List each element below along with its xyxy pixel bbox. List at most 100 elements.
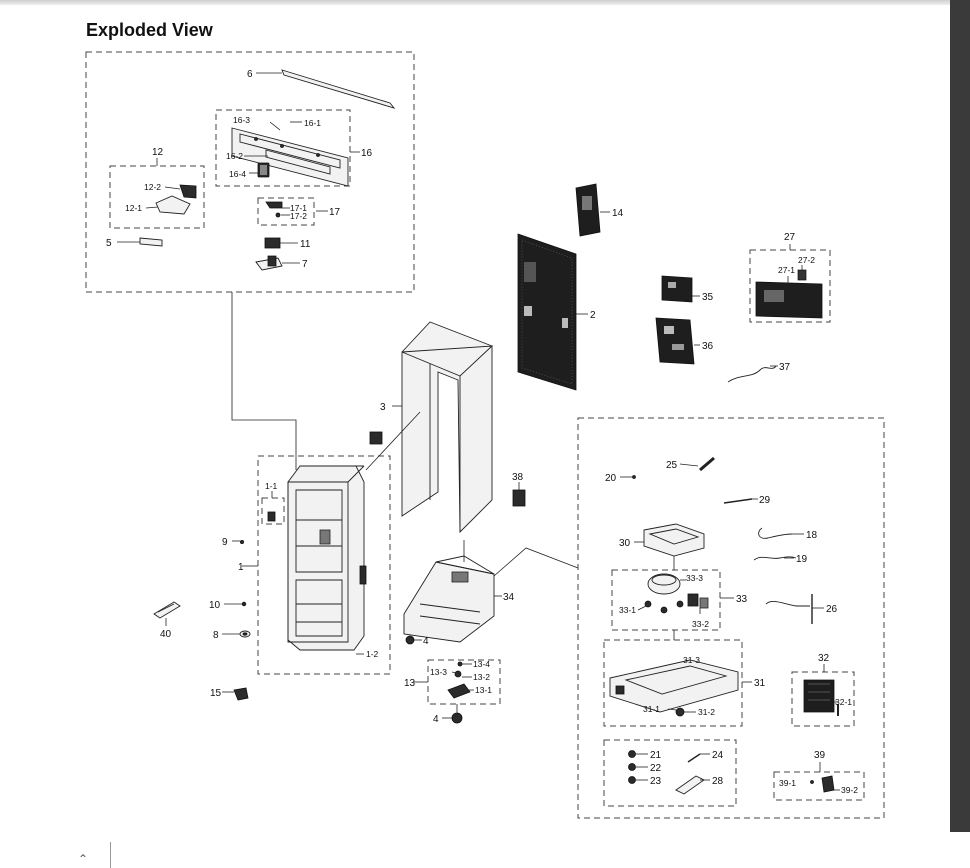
callout-1: 1 <box>238 562 244 573</box>
callout-4a: 4 <box>423 636 429 647</box>
group-box-17 <box>257 197 315 226</box>
callout-28: 28 <box>712 776 724 787</box>
part-4-foot-b <box>442 704 463 724</box>
callout-25: 25 <box>666 460 678 471</box>
callout-33-2: 33-2 <box>692 619 709 629</box>
connector-upper-box <box>231 292 297 470</box>
part-14-cover <box>575 183 610 237</box>
callout-33-3: 33-3 <box>686 573 703 583</box>
callout-21: 21 <box>650 750 662 761</box>
callout-35: 35 <box>702 292 714 303</box>
page-title: Exploded View <box>86 20 213 40</box>
connector-machine-box <box>493 547 579 577</box>
callout-12-1: 12-1 <box>125 203 142 213</box>
callout-31-3: 31-3 <box>683 655 700 665</box>
callout-6: 6 <box>247 69 253 80</box>
callout-24: 24 <box>712 750 724 761</box>
callout-23: 23 <box>650 776 662 787</box>
group-box-upper-parts <box>85 51 415 293</box>
callout-17-2: 17-2 <box>290 211 307 221</box>
part-1-cabinet <box>242 465 367 655</box>
callout-12: 12 <box>152 147 164 158</box>
page-footer <box>0 832 970 868</box>
callout-14: 14 <box>612 208 624 219</box>
part-9-screw <box>232 540 244 545</box>
callout-33-1: 33-1 <box>619 605 636 615</box>
part-18-hose <box>758 527 804 539</box>
part-40-handle <box>153 601 181 626</box>
callout-13-4: 13-4 <box>473 659 490 669</box>
part-26-pipe <box>765 594 824 624</box>
group-box-39 <box>773 771 865 801</box>
callout-32: 32 <box>818 653 830 664</box>
callout-4b: 4 <box>433 714 439 725</box>
callout-16-2: 16-2 <box>226 151 243 161</box>
callout-19: 19 <box>796 554 808 565</box>
callout-33: 33 <box>736 594 748 605</box>
group-box-33 <box>611 569 721 631</box>
callout-13-2: 13-2 <box>473 672 490 682</box>
callout-27: 27 <box>784 232 796 243</box>
group-box-1-1 <box>261 497 285 525</box>
part-37-harness <box>727 365 778 383</box>
callout-18: 18 <box>806 530 818 541</box>
group-box-machine-room <box>577 417 885 819</box>
callout-37: 37 <box>779 362 791 373</box>
callout-36: 36 <box>702 341 714 352</box>
callout-12-2: 12-2 <box>144 182 161 192</box>
part-6-top-trim: 6 <box>247 69 396 109</box>
callout-29: 29 <box>759 495 771 506</box>
part-34-base <box>403 540 502 643</box>
part-31-base-plate <box>609 659 752 717</box>
callout-20: 20 <box>605 473 617 484</box>
part-27-panel <box>755 265 823 319</box>
callout-27-1: 27-1 <box>778 265 795 275</box>
callout-32-1: 32-1 <box>835 697 852 707</box>
part-21-22-23-grommets <box>628 750 648 784</box>
part-8-washer <box>222 630 251 638</box>
part-20-screw <box>620 475 636 479</box>
callout-26: 26 <box>826 604 838 615</box>
callout-5: 5 <box>106 238 112 249</box>
part-17-parts <box>265 201 328 218</box>
part-10-screw <box>224 601 247 607</box>
part-4-foot-a <box>405 635 422 645</box>
part-1-1-clip <box>267 491 276 522</box>
callout-3: 3 <box>380 402 386 413</box>
vertical-scrollbar[interactable] <box>950 0 970 832</box>
group-box-31 <box>603 639 743 727</box>
callout-2: 2 <box>590 310 596 321</box>
part-3-outer-case <box>365 321 494 534</box>
part-25-pipe <box>679 456 715 472</box>
callout-16-3: 16-3 <box>233 115 250 125</box>
callout-39-1: 39-1 <box>779 778 796 788</box>
part-15-hinge <box>222 687 249 701</box>
part-13-leveler <box>447 661 474 699</box>
part-24-pin <box>687 753 710 763</box>
callout-1-2: 1-2 <box>366 649 379 659</box>
window-top-edge <box>0 0 970 5</box>
part-12-hinge <box>145 184 197 215</box>
group-box-small-parts <box>603 739 737 807</box>
part-2-back-panel <box>517 233 588 391</box>
group-box-16 <box>215 109 351 187</box>
callout-9: 9 <box>222 537 228 548</box>
callout-13-3: 13-3 <box>430 667 447 677</box>
callout-17: 17 <box>329 207 341 218</box>
callout-11: 11 <box>300 239 311 250</box>
part-33-compressor <box>637 573 734 614</box>
caret-up-icon[interactable]: ⌃ <box>78 852 89 866</box>
callout-27-2: 27-2 <box>798 255 815 265</box>
callout-39: 39 <box>814 750 826 761</box>
callout-8: 8 <box>213 630 219 641</box>
part-28-block <box>675 775 710 795</box>
part-29-tube <box>723 498 758 504</box>
group-box-12 <box>109 165 205 229</box>
part-32-condenser <box>803 679 839 716</box>
part-5-strip <box>117 237 163 247</box>
part-39-clip <box>810 775 840 793</box>
part-pad-small <box>369 431 383 445</box>
callout-22: 22 <box>650 763 662 774</box>
footer-divider <box>110 842 111 868</box>
part-36-pcb <box>655 317 700 365</box>
